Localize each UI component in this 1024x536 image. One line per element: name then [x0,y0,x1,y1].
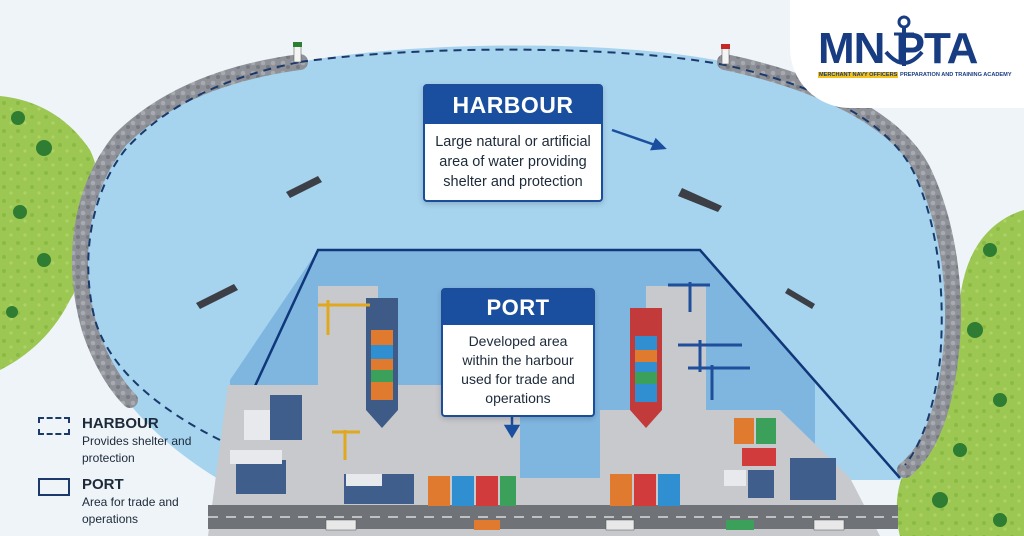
land-left [0,96,100,370]
crane-icon-left [318,300,370,460]
legend-harbour-title: HARBOUR [82,415,159,432]
legend-harbour-desc: Provides shelter and protection [82,434,192,465]
harbour-card-description: Large natural or artificial area of wate… [435,134,591,190]
ship-icon-docked-left [366,298,398,428]
harbour-card-title: HARBOUR [425,86,601,124]
port-card-description: Developed area within the harbour used f… [461,333,575,406]
port-boundary [228,248,901,479]
logo-text: MN PTA [818,24,978,73]
harbour-boundary [87,48,943,466]
tree-icon [6,111,1007,527]
lighthouse-icon-left [293,42,302,63]
logo-subtitle-rest: PREPARATION AND TRAINING ACADEMY [899,72,1012,78]
port-card: PORT Developed area within the harbour u… [441,288,595,417]
legend-port-title: PORT [82,476,124,493]
dashed-box-icon [38,417,70,435]
logo: MN PTA MERCHANT NAVY OFFICERS PREPARATIO… [790,0,1024,108]
lighthouse-icon-right [721,44,730,65]
crane-icon-right [668,282,750,400]
warehouses [230,395,836,504]
logo-subtitle: MERCHANT NAVY OFFICERS PREPARATION AND T… [818,72,1012,78]
port-card-title: PORT [443,290,593,325]
breakwater-left [72,54,308,408]
container-icon-stacks [428,418,776,506]
anchor-icon [884,15,924,66]
ship-icon-harbour [196,176,815,309]
logo-subtitle-highlight: MERCHANT NAVY OFFICERS [818,72,899,78]
harbour-arrow [611,128,667,151]
ship-icon-docked-right [630,308,662,428]
truck-icon [325,519,845,531]
legend-port-desc: Area for trade and operations [82,495,179,526]
solid-box-icon [38,478,70,496]
harbour-card: HARBOUR Large natural or artificial area… [423,84,603,202]
